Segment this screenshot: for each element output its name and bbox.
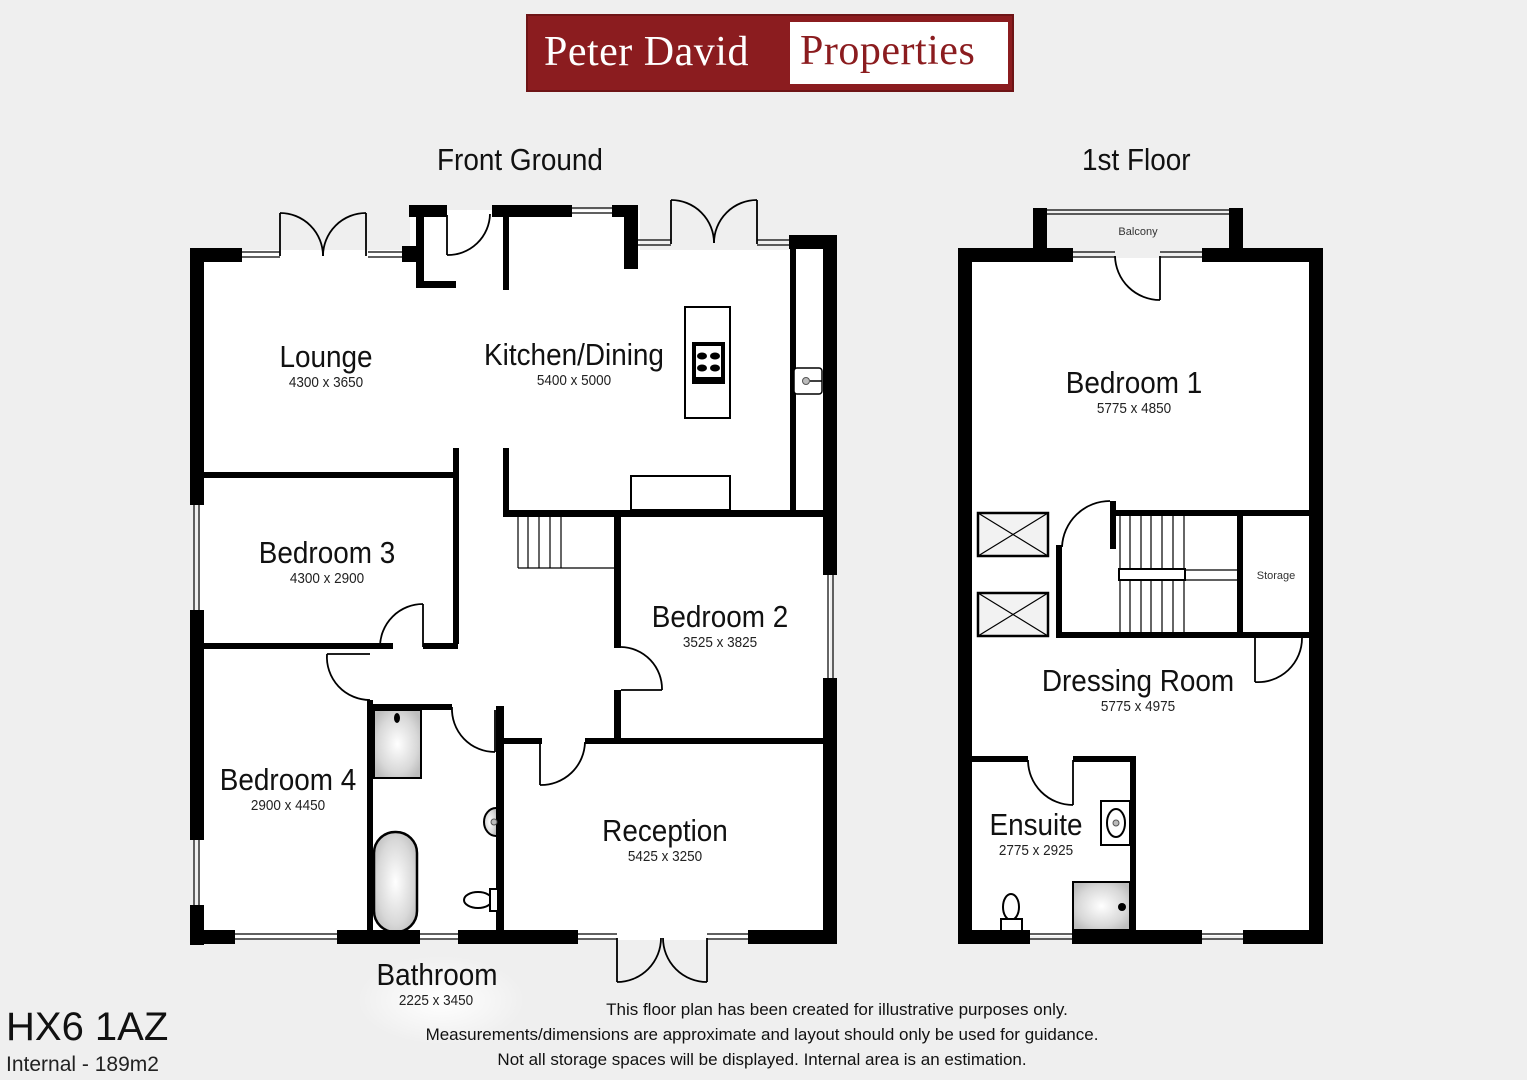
brand-name-right-box: Properties — [790, 22, 1008, 84]
floor-title-first: 1st Floor — [1082, 142, 1191, 177]
ground-floor-plan — [190, 199, 837, 983]
room-kitchen-dining: Kitchen/Dining 5400 x 5000 — [474, 338, 674, 390]
room-dims: 5775 x 4975 — [1100, 698, 1176, 715]
disclaimer: This floor plan has been created for ill… — [426, 997, 1099, 1072]
room-dims: 2775 x 2925 — [998, 842, 1074, 859]
room-reception: Reception 5425 x 3250 — [595, 814, 735, 866]
postcode: HX6 1AZ — [6, 1005, 169, 1049]
room-dims: 5775 x 4850 — [1096, 400, 1172, 417]
room-bedroom-2: Bedroom 2 3525 x 3825 — [644, 600, 796, 652]
room-bedroom-3: Bedroom 3 4300 x 2900 — [251, 536, 403, 588]
room-dressing-room: Dressing Room 5775 x 4975 — [1031, 664, 1245, 716]
disclaimer-line: Not all storage spaces will be displayed… — [497, 1050, 1027, 1069]
room-name: Bedroom 3 — [258, 535, 396, 570]
room-name: Reception — [602, 813, 728, 848]
internal-area: Internal - 189m2 — [6, 1053, 159, 1076]
room-ensuite: Ensuite 2775 x 2925 — [984, 808, 1087, 860]
room-name: Kitchen/Dining — [484, 337, 664, 372]
disclaimer-line: This floor plan has been created for ill… — [606, 1000, 1068, 1019]
room-name: Bedroom 1 — [1065, 365, 1203, 400]
room-name: Lounge — [279, 339, 373, 374]
room-bathroom: Bathroom 2225 x 3450 — [370, 958, 504, 1010]
room-dims: 2225 x 3450 — [398, 992, 474, 1009]
room-dims: 2900 x 4450 — [250, 797, 326, 814]
first-floor-plan — [958, 208, 1323, 944]
room-name: Bedroom 4 — [219, 762, 357, 797]
room-dims: 5400 x 5000 — [536, 372, 612, 389]
bathroom-label-glow — [356, 955, 526, 1045]
room-name: Bathroom — [376, 957, 498, 992]
balcony-label: Balcony — [1118, 226, 1158, 238]
room-dims: 4300 x 3650 — [288, 374, 364, 391]
room-dims: 5425 x 3250 — [627, 848, 703, 865]
brand-logo: Peter David Properties — [526, 14, 1014, 92]
room-name: Dressing Room — [1041, 663, 1235, 698]
room-bedroom-4: Bedroom 4 2900 x 4450 — [212, 763, 364, 815]
room-bedroom-1: Bedroom 1 5775 x 4850 — [1058, 366, 1210, 418]
storage-label: Storage — [1256, 570, 1296, 582]
room-dims: 4300 x 2900 — [289, 570, 365, 587]
room-name: Ensuite — [989, 807, 1083, 842]
room-dims: 3525 x 3825 — [682, 634, 758, 651]
floor-title-ground: Front Ground — [437, 142, 603, 177]
brand-name-left: Peter David — [544, 29, 749, 75]
room-name: Bedroom 2 — [651, 599, 789, 634]
brand-name-right: Properties — [800, 28, 976, 74]
room-lounge: Lounge 4300 x 3650 — [274, 340, 377, 392]
disclaimer-line: Measurements/dimensions are approximate … — [425, 1025, 1099, 1044]
